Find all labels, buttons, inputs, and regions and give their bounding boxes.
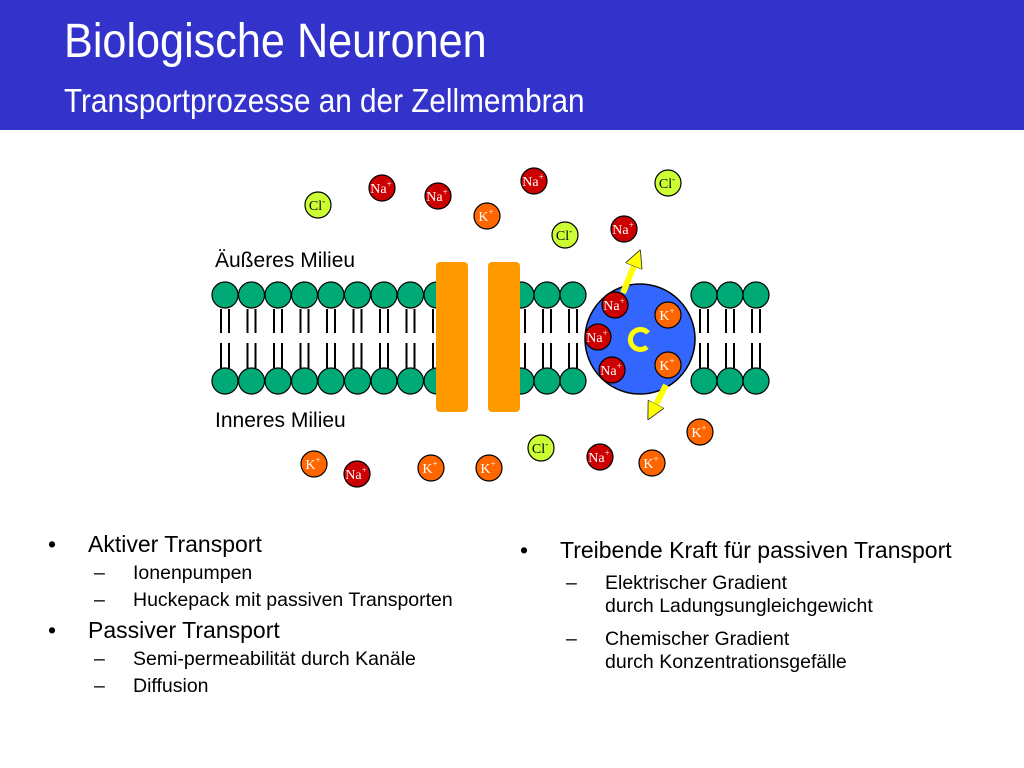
- lipid-head-outer: [690, 281, 718, 309]
- lipid-head-outer: [533, 281, 561, 309]
- lipid-head-outer: [742, 281, 770, 309]
- na-ion-label: Na+: [586, 328, 607, 346]
- na-ion-label: Na+: [522, 172, 543, 190]
- sub-chemical-gradient-line2: durch Konzentrationsgefälle: [605, 651, 847, 673]
- lipid-bilayer: [211, 281, 770, 395]
- ions: Cl- Na+ Na+ K+ Na+ Cl- Na+ Cl- Na+ K+ Na+ Na+ K+ K+ Cl…: [300, 167, 714, 488]
- sub-semi-permeability: Semi-permeabilität durch Kanäle: [48, 648, 453, 671]
- lipid-head-outer: [237, 281, 266, 309]
- sub-ion-pumps: Ionenpumpen: [48, 562, 453, 585]
- cl-ion-label: Cl-: [309, 196, 325, 214]
- right-bullet-list: Treibende Kraft für passiven Transport E…: [520, 536, 952, 684]
- cl-ion-label: Cl-: [556, 226, 572, 244]
- sub-piggyback: Huckepack mit passiven Transporten: [48, 589, 453, 612]
- na-ion: Na+: [584, 323, 612, 351]
- sub-electrical-gradient-line1: Elektrischer Gradient: [605, 572, 788, 594]
- slide-title: Biologische Neuronen: [64, 15, 487, 68]
- sub-chemical-gradient-line1: Chemischer Gradient: [605, 628, 790, 650]
- na-ion-label: Na+: [600, 361, 621, 379]
- left-bullet-list: Aktiver Transport Ionenpumpen Huckepack …: [48, 530, 453, 702]
- lipid-head-outer: [317, 281, 345, 309]
- channel-wall-left: [436, 262, 468, 412]
- k-ion: K+: [686, 418, 714, 446]
- cl-ion: Cl-: [551, 221, 579, 249]
- na-ion: Na+: [586, 443, 614, 471]
- lipid-head-inner: [370, 367, 398, 395]
- lipid-head-inner: [690, 367, 718, 395]
- lipid-head-outer: [290, 281, 319, 309]
- lipid-head-inner: [742, 367, 770, 395]
- lipid-head-inner: [211, 367, 239, 395]
- bullet-active-transport: Aktiver Transport: [48, 530, 453, 558]
- sub-chemical-gradient: Chemischer Gradient durch Konzentrations…: [520, 628, 952, 674]
- inner-milieu-label: Inneres Milieu: [215, 409, 346, 432]
- ion-channel: [436, 262, 520, 412]
- lipid-head-outer: [370, 281, 398, 309]
- na-ion-label: Na+: [370, 179, 391, 197]
- na-ion: Na+: [343, 460, 371, 488]
- lipid-head-outer: [396, 281, 425, 309]
- na-ion: Na+: [598, 356, 626, 384]
- lipid-head-inner: [317, 367, 345, 395]
- k-ion: K+: [638, 449, 666, 477]
- channel-wall-right: [488, 262, 520, 412]
- na-ion-label: Na+: [345, 465, 366, 483]
- k-ion: K+: [475, 454, 503, 482]
- na-ion: Na+: [610, 215, 638, 243]
- k-ion: K+: [654, 301, 682, 329]
- cl-ion-label: Cl-: [532, 439, 548, 457]
- lipid-head-inner: [559, 367, 587, 395]
- na-ion-label: Na+: [426, 187, 447, 205]
- na-ion: Na+: [424, 182, 452, 210]
- na-ion: Na+: [368, 174, 396, 202]
- sub-electrical-gradient: Elektrischer Gradient durch Ladungsungle…: [520, 572, 952, 618]
- lipid-head-inner: [290, 367, 319, 395]
- slide-header: Biologische Neuronen Transportprozesse a…: [0, 0, 1024, 130]
- cl-ion: Cl-: [654, 169, 682, 197]
- lipid-head-inner: [396, 367, 425, 395]
- pump-arrow-in: [652, 383, 669, 412]
- na-ion: Na+: [601, 291, 629, 319]
- bullet-driving-force: Treibende Kraft für passiven Transport: [520, 536, 952, 564]
- rotation-arrow-icon: [627, 327, 650, 352]
- sub-electrical-gradient-line2: durch Ladungsungleichgewicht: [605, 595, 873, 617]
- na-ion: Na+: [520, 167, 548, 195]
- cl-ion: Cl-: [304, 191, 332, 219]
- lipid-head-inner: [264, 367, 292, 395]
- lipid-head-inner: [716, 367, 744, 395]
- outer-milieu-label: Äußeres Milieu: [215, 249, 355, 272]
- na-ion-label: Na+: [612, 220, 633, 238]
- membrane-diagram: Äußeres Milieu Inneres Milieu Cl- Na+ Na+ K…: [211, 167, 770, 488]
- bullet-passive-transport: Passiver Transport: [48, 616, 453, 644]
- k-ion: K+: [473, 202, 501, 230]
- lipid-head-outer: [264, 281, 292, 309]
- na-ion-label: Na+: [603, 296, 624, 314]
- lipid-head-inner: [237, 367, 266, 395]
- k-ion: K+: [654, 351, 682, 379]
- sub-diffusion: Diffusion: [48, 675, 453, 698]
- lipid-head-inner: [533, 367, 561, 395]
- lipid-head-outer: [343, 281, 372, 309]
- na-ion-label: Na+: [588, 448, 609, 466]
- lipid-head-outer: [559, 281, 587, 309]
- k-ion: K+: [300, 450, 328, 478]
- k-ion: K+: [417, 454, 445, 482]
- cl-ion-label: Cl-: [659, 174, 675, 192]
- lipid-head-outer: [716, 281, 744, 309]
- slide-subtitle: Transportprozesse an der Zellmembran: [64, 82, 585, 119]
- lipid-head-outer: [211, 281, 239, 309]
- pump-arrow-out: [620, 258, 637, 295]
- lipid-head-inner: [343, 367, 372, 395]
- cl-ion: Cl-: [527, 434, 555, 462]
